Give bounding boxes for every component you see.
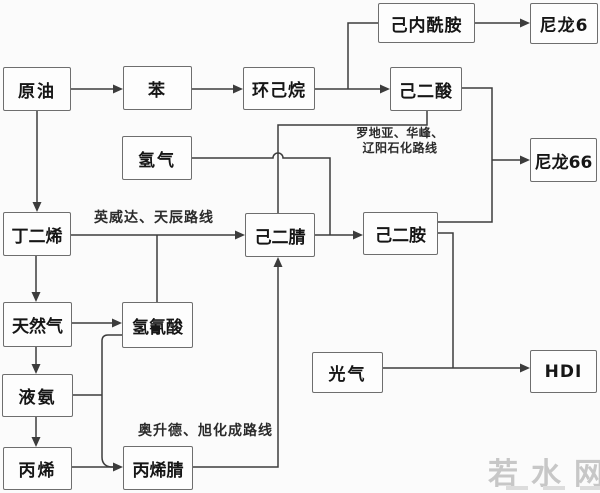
edge-natural-gas-to-liquid-ammonia (31, 347, 41, 374)
edge-hydrogen-to-hmda-line (192, 152, 331, 235)
node-benzene: 苯 (123, 66, 192, 110)
edge-butadiene-to-natural-gas (31, 256, 41, 302)
edge-cyclohexane-branch-to-caprolactam (347, 22, 378, 89)
node-propylene: 丙烯 (3, 447, 72, 490)
edge-natural-gas-to-hcn (72, 318, 122, 328)
node-natural-gas: 天然气 (3, 302, 72, 347)
node-hydrogen: 氢气 (122, 136, 192, 180)
edge-benzene-to-cyclohexane (192, 84, 243, 94)
edge-caprolactam-to-nylon6 (475, 18, 530, 28)
edge-adipic-acid-to-adiponitrile (277, 111, 428, 213)
node-liquid-ammonia: 液氨 (2, 374, 73, 417)
node-nylon6: 尼龙6 (530, 3, 598, 44)
edge-butadiene-to-adiponitrile (71, 230, 245, 240)
node-hexamethylenediamine: 己二胺 (363, 212, 438, 255)
node-butadiene: 丁二烯 (3, 212, 71, 256)
watermark-subtext-smudge (506, 486, 600, 490)
node-cyclohexane: 环己烷 (243, 67, 315, 110)
route-label-rhodia-line2: 辽阳石化路线 (362, 141, 438, 155)
edge-liquid-ammonia-to-propylene (31, 417, 41, 447)
route-label-rhodia-line1: 罗地亚、华峰、 (356, 126, 444, 140)
node-crude-oil: 原油 (3, 67, 71, 111)
node-nylon66: 尼龙66 (530, 138, 597, 182)
node-hydrogen-cyanide: 氢氰酸 (122, 302, 193, 348)
node-hdi: HDI (530, 350, 597, 393)
node-adiponitrile: 己二腈 (245, 213, 315, 257)
edge-phosgene-to-hdi (383, 363, 530, 373)
edge-acrylonitrile-to-adiponitrile (193, 257, 283, 468)
route-label-invista-tianchen: 英威达、天辰路线 (94, 210, 214, 226)
route-label-rhodia-huafeng-liaoyang: 罗地亚、华峰、 辽阳石化路线 (350, 126, 450, 156)
node-phosgene: 光气 (312, 352, 383, 393)
edge-propylene-to-acrylonitrile (72, 462, 123, 472)
edge-adiponitrile-to-hmda (315, 230, 363, 240)
node-acrylonitrile: 丙烯腈 (123, 446, 193, 490)
node-adipic-acid: 己二酸 (390, 67, 462, 111)
edge-cyclohexane-to-adipic-acid (315, 84, 390, 94)
edge-ammonia-feeders (73, 334, 122, 468)
edge-crude-oil-to-butadiene (32, 111, 42, 212)
edge-hmda-to-hdi-line (438, 232, 454, 368)
route-label-ascend-asahi: 奥升德、旭化成路线 (138, 423, 273, 439)
node-caprolactam: 己内酰胺 (378, 3, 475, 43)
edge-crude-oil-to-benzene (71, 84, 123, 94)
edge-adipic-acid-and-hmda-to-nylon66 (438, 87, 530, 223)
